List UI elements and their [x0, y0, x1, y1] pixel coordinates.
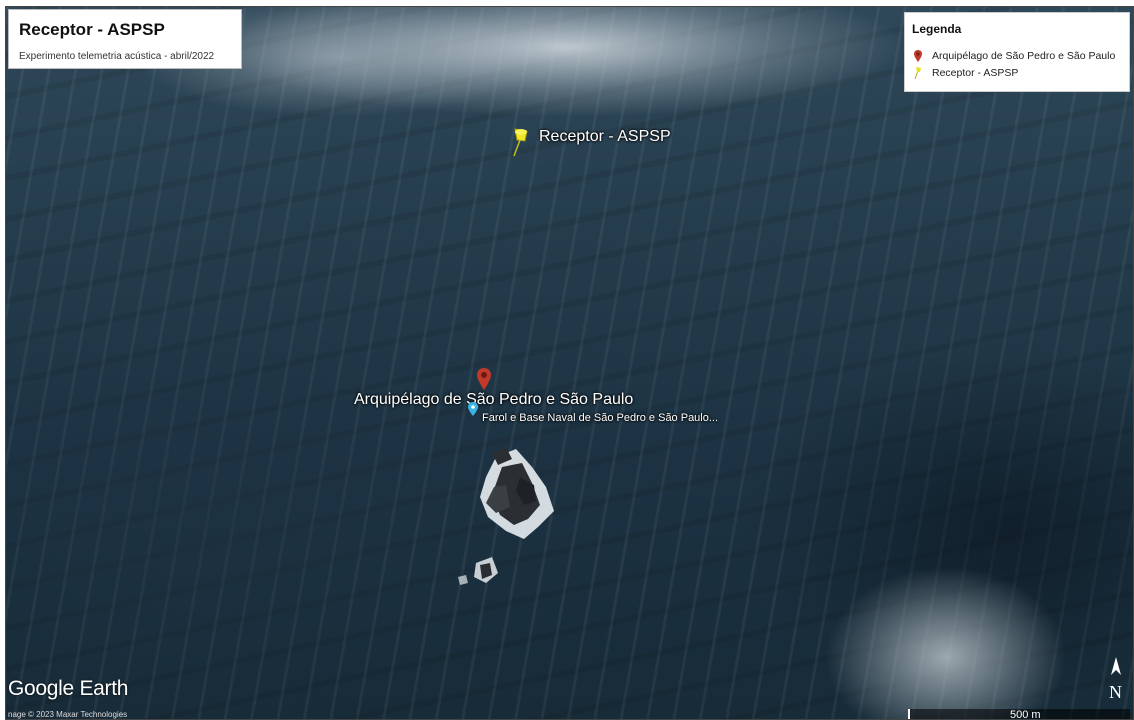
receptor-pushpin[interactable] [509, 127, 531, 157]
compass-icon[interactable]: N [1106, 655, 1126, 705]
archipelago-placemark[interactable] [477, 368, 491, 390]
scale-label: 500 m [1010, 709, 1041, 720]
archipelago-label[interactable]: Arquipélago de São Pedro e São Paulo [354, 391, 634, 408]
imagery-credit: nage © 2023 Maxar Technologies [8, 710, 128, 719]
map-title: Receptor - ASPSP [19, 20, 165, 39]
receptor-label[interactable]: Receptor - ASPSP [539, 128, 671, 145]
compass-north-label: N [1109, 682, 1122, 702]
lighthouse-label[interactable]: Farol e Base Naval de São Pedro e São Pa… [482, 412, 719, 424]
map-subtitle: Experimento telemetria acústica - abril/… [19, 51, 215, 62]
legend-label-receptor: Receptor - ASPSP [932, 67, 1019, 79]
legend-label-archipelago: Arquipélago de São Pedro e São Paulo [932, 50, 1116, 62]
lighthouse-marker-icon[interactable] [468, 402, 478, 416]
scale-bar: 500 m [908, 709, 1130, 720]
red-placemark-icon [914, 50, 922, 62]
scale-tick [908, 709, 910, 719]
legend-item-archipelago: Arquipélago de São Pedro e São Paulo [914, 48, 1115, 64]
legend-panel: Legenda Arquipélago de São Pedro e São P… [904, 12, 1130, 92]
google-earth-logo: Google Earth [8, 677, 129, 700]
island-rocks [458, 447, 554, 585]
map-view[interactable]: Receptor - ASPSP Experimento telemetria … [5, 6, 1134, 720]
north-arrow-icon [1111, 657, 1121, 675]
legend-title: Legenda [912, 22, 962, 36]
yellow-pushpin-icon [914, 67, 921, 79]
title-panel: Receptor - ASPSP Experimento telemetria … [8, 9, 242, 69]
legend-item-receptor: Receptor - ASPSP [914, 65, 1018, 81]
